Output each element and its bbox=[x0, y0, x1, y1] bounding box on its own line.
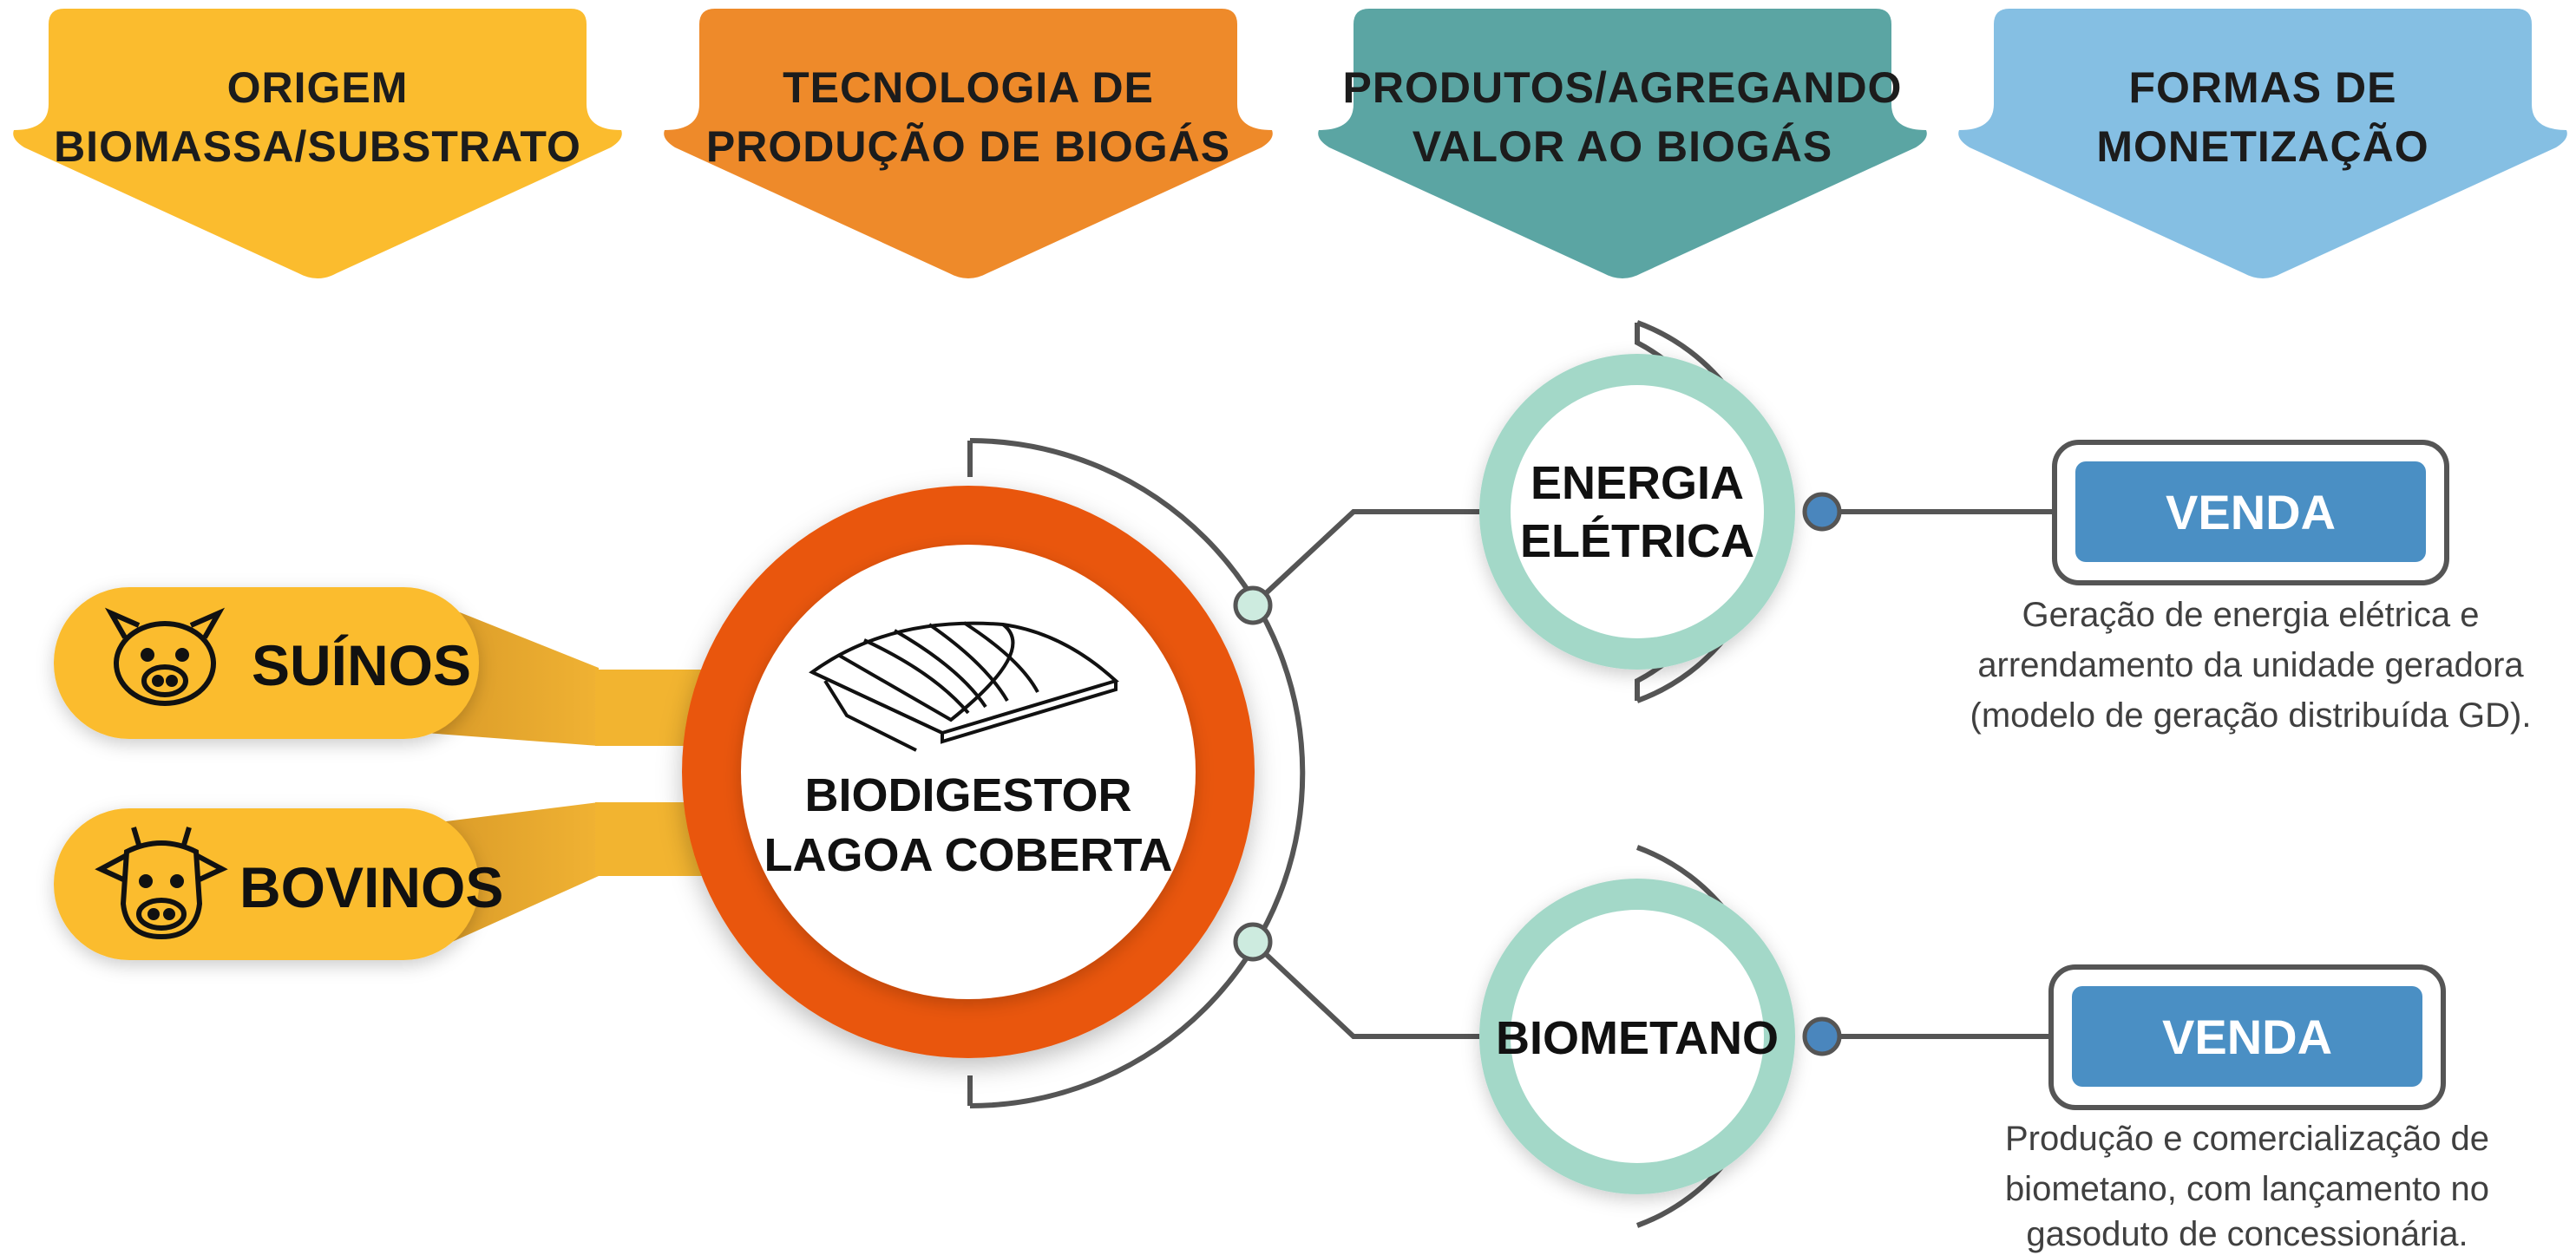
pig-icon bbox=[104, 607, 226, 706]
product-inner bbox=[1511, 910, 1764, 1163]
header-arrow-shape bbox=[13, 9, 622, 278]
header-line2: VALOR AO BIOGÁS bbox=[1413, 122, 1832, 171]
product-line2: ELÉTRICA bbox=[1520, 515, 1754, 567]
desc-line: gasoduto de concessionária. bbox=[2026, 1215, 2468, 1253]
header-line2: MONETIZAÇÃO bbox=[2096, 122, 2429, 171]
header-origem: ORIGEM BIOMASSA/SUBSTRATO bbox=[13, 9, 622, 278]
connector-lower bbox=[1250, 939, 1484, 1039]
center-bracket bbox=[967, 438, 1306, 1108]
header-line2: PRODUÇÃO DE BIOGÁS bbox=[706, 122, 1230, 171]
product-dot bbox=[1802, 492, 1842, 532]
center-line2: LAGOA COBERTA bbox=[764, 829, 1173, 881]
header-line1: PRODUTOS/AGREGANDO bbox=[1343, 63, 1903, 112]
connector-upper bbox=[1250, 509, 1484, 608]
header-arrow-shape bbox=[1318, 9, 1927, 278]
header-monetizacao: FORMAS DE MONETIZAÇÃO bbox=[1958, 9, 2567, 278]
product-dot bbox=[1802, 1016, 1842, 1056]
monetization-biometano: VENDA Produção e comercialização de biom… bbox=[2005, 964, 2489, 1253]
connectors bbox=[1250, 509, 2055, 1039]
source-pill bbox=[54, 808, 479, 960]
product-line1: ENERGIA bbox=[1531, 457, 1744, 509]
product-biometano: BIOMETANO bbox=[1479, 845, 1842, 1228]
header-tecnologia: TECNOLOGIA DE PRODUÇÃO DE BIOGÁS bbox=[664, 9, 1273, 278]
header-produtos: PRODUTOS/AGREGANDO VALOR AO BIOGÁS bbox=[1318, 9, 1927, 278]
center-bracket-arc bbox=[967, 438, 1306, 1108]
bracket-dot-lower bbox=[1233, 922, 1273, 962]
venda-button bbox=[2072, 986, 2422, 1087]
product-line1: BIOMETANO bbox=[1496, 1012, 1779, 1064]
bracket-dot-upper bbox=[1233, 585, 1273, 625]
source-label: SUÍNOS bbox=[252, 633, 471, 697]
product-inner bbox=[1511, 385, 1764, 638]
header-line1: ORIGEM bbox=[227, 63, 409, 112]
source-suinos: SUÍNOS bbox=[54, 587, 479, 739]
desc-line: Produção e comercialização de bbox=[2005, 1120, 2489, 1158]
desc-line: Geração de energia elétrica e bbox=[2022, 596, 2480, 634]
cow-icon bbox=[95, 827, 228, 940]
source-bovinos: BOVINOS bbox=[54, 808, 503, 960]
header-line2: BIOMASSA/SUBSTRATO bbox=[54, 122, 581, 171]
source-label: BOVINOS bbox=[239, 855, 503, 919]
center-inner bbox=[741, 545, 1196, 999]
monetization-energia: VENDA Geração de energia elétrica e arre… bbox=[1970, 440, 2532, 735]
venda-label: VENDA bbox=[2166, 485, 2336, 539]
center-node: BIODIGESTOR LAGOA COBERTA bbox=[682, 486, 1255, 1058]
venda-button bbox=[2075, 461, 2426, 562]
header-line1: TECNOLOGIA DE bbox=[783, 63, 1154, 112]
product-energia: ENERGIA ELÉTRICA bbox=[1479, 320, 1842, 703]
header-arrow-shape bbox=[664, 9, 1273, 278]
header-line1: FORMAS DE bbox=[2129, 63, 2397, 112]
desc-line: (modelo de geração distribuída GD). bbox=[1970, 696, 2532, 735]
center-line1: BIODIGESTOR bbox=[804, 769, 1131, 821]
desc-line: arrendamento da unidade geradora bbox=[1977, 646, 2524, 684]
covered-lagoon-icon bbox=[809, 621, 1119, 752]
venda-label: VENDA bbox=[2162, 1010, 2332, 1064]
header-arrow-shape bbox=[1958, 9, 2567, 278]
desc-line: biometano, com lançamento no bbox=[2005, 1170, 2489, 1208]
